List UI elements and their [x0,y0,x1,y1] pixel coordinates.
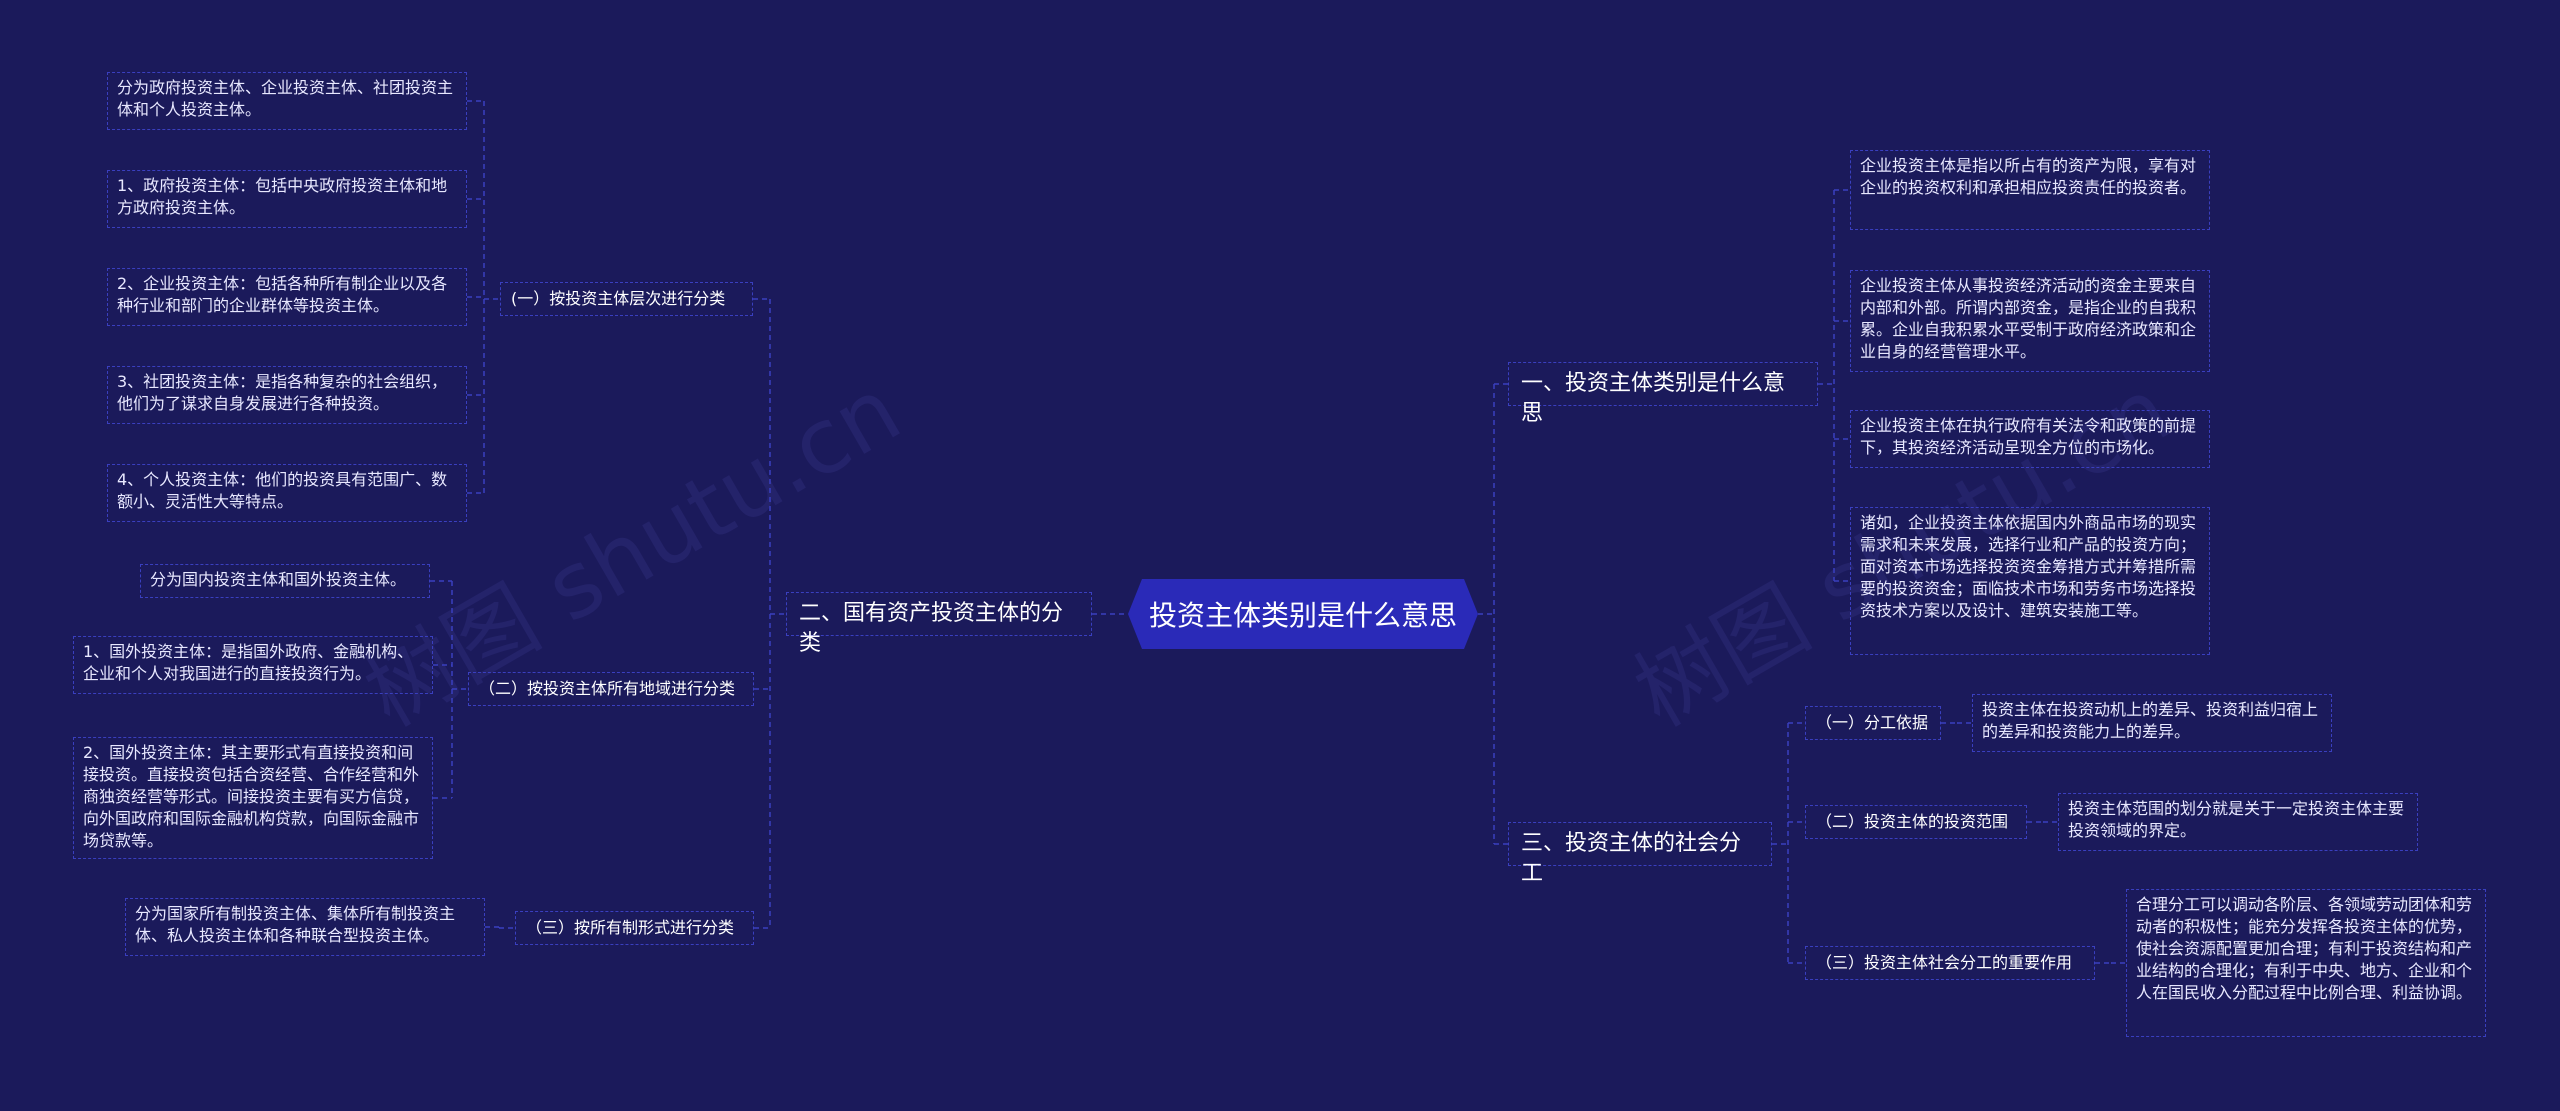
topic-state-assets-classification[interactable]: 二、国有资产投资主体的分类 [786,592,1092,656]
root-topic[interactable]: 投资主体类别是什么意思 [1128,579,1478,649]
leaf-node: 4、个人投资主体：他们的投资具有范围广、数额小、灵活性大等特点。 [107,464,467,522]
leaf-node: 企业投资主体从事投资经济活动的资金主要来自内部和外部。所谓内部资金，是指企业的自… [1850,270,2210,372]
subtopic-division-importance[interactable]: （三）投资主体社会分工的重要作用 [1805,946,2095,980]
leaf-node: 2、企业投资主体：包括各种所有制企业以及各种行业和部门的企业群体等投资主体。 [107,268,467,326]
subtopic-investment-scope[interactable]: （二）投资主体的投资范围 [1805,805,2027,839]
topic-social-division[interactable]: 三、投资主体的社会分工 [1508,822,1772,886]
leaf-node: 1、国外投资主体：是指国外政府、金融机构、企业和个人对我国进行的直接投资行为。 [73,636,433,694]
leaf-node: 投资主体范围的划分就是关于一定投资主体主要投资领域的界定。 [2058,793,2418,851]
subtopic-division-basis[interactable]: （一）分工依据 [1805,706,1941,740]
subtopic-by-region[interactable]: （二）按投资主体所有地域进行分类 [468,672,754,706]
leaf-node: 3、社团投资主体：是指各种复杂的社会组织，他们为了谋求自身发展进行各种投资。 [107,366,467,424]
leaf-node: 企业投资主体在执行政府有关法令和政策的前提下，其投资经济活动呈现全方位的市场化。 [1850,410,2210,468]
subtopic-by-ownership[interactable]: （三）按所有制形式进行分类 [515,911,754,945]
leaf-node: 企业投资主体是指以所占有的资产为限，享有对企业的投资权利和承担相应投资责任的投资… [1850,150,2210,230]
topic-investor-category-meaning[interactable]: 一、投资主体类别是什么意思 [1508,362,1818,426]
subtopic-by-level[interactable]: (一）按投资主体层次进行分类 [500,282,753,316]
leaf-node: 2、国外投资主体：其主要形式有直接投资和间接投资。直接投资包括合资经营、合作经营… [73,737,433,859]
leaf-node: 投资主体在投资动机上的差异、投资利益归宿上的差异和投资能力上的差异。 [1972,694,2332,752]
leaf-node: 分为国内投资主体和国外投资主体。 [140,564,430,598]
leaf-node: 1、政府投资主体：包括中央政府投资主体和地方政府投资主体。 [107,170,467,228]
leaf-node: 分为国家所有制投资主体、集体所有制投资主体、私人投资主体和各种联合型投资主体。 [125,898,485,956]
leaf-node: 分为政府投资主体、企业投资主体、社团投资主体和个人投资主体。 [107,72,467,130]
leaf-node: 诸如，企业投资主体依据国内外商品市场的现实需求和未来发展，选择行业和产品的投资方… [1850,507,2210,655]
leaf-node: 合理分工可以调动各阶层、各领域劳动团体和劳动者的积极性；能充分发挥各投资主体的优… [2126,889,2486,1037]
